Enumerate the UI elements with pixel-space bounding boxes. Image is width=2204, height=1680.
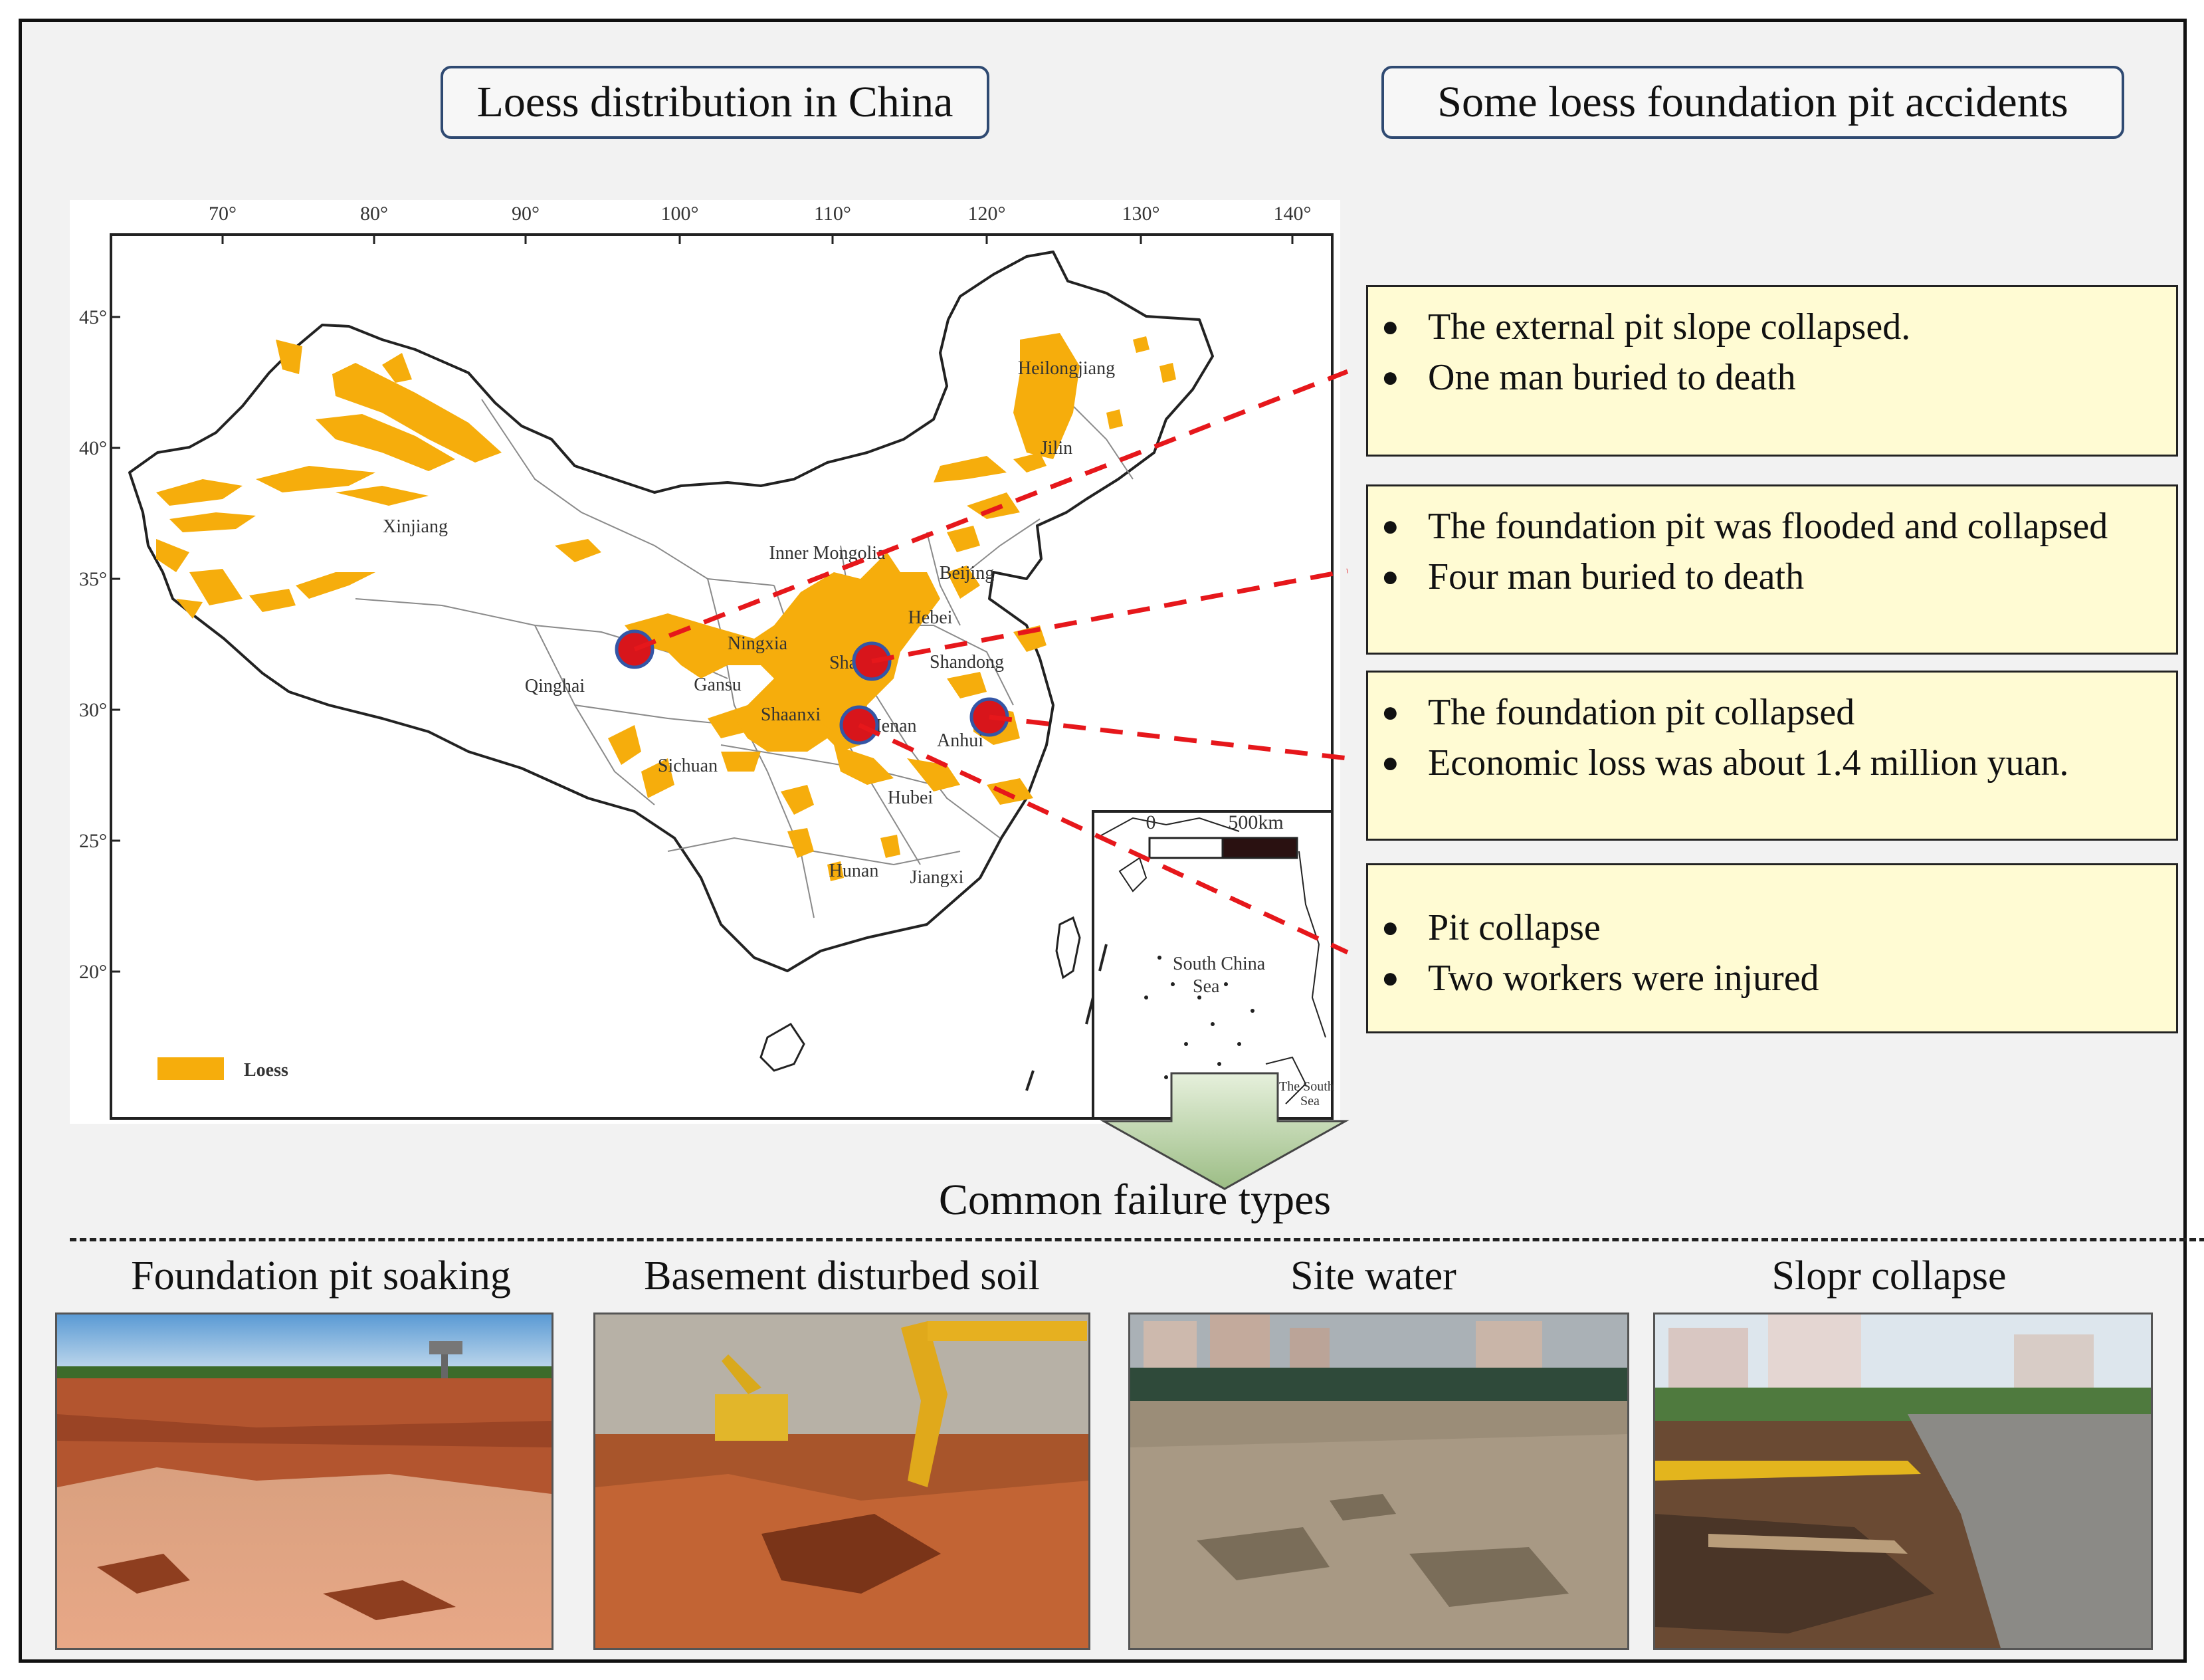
label-sichuan: Sichuan: [658, 756, 718, 776]
accidents-title: Some loess foundation pit accidents: [1381, 66, 2124, 139]
photo-title-disturbed-soil: Basement disturbed soil: [644, 1253, 1040, 1299]
scale-start: 0: [1146, 811, 1156, 833]
lat-tick-20: 20°: [79, 961, 107, 983]
scale-end: 500km: [1228, 811, 1283, 833]
map-graphic: 70° 80° 90° 100° 110° 120° 130° 140° 45°…: [79, 203, 1334, 1120]
accident-2-line-2: Four man buried to death: [1381, 552, 2150, 602]
inset-small-label-line2: Sea: [1300, 1094, 1320, 1108]
label-shaanxi: Shaanxi: [761, 704, 821, 725]
lat-tick-30: 30°: [79, 699, 107, 721]
accident-1-line-2: One man buried to death: [1381, 352, 2150, 403]
accident-3-line-1: The foundation pit collapsed: [1381, 687, 2150, 738]
label-hebei: Hebei: [908, 607, 953, 628]
label-hunan: Hunan: [829, 861, 879, 881]
lon-tick-130: 130°: [1122, 203, 1160, 225]
figure-frame: Loess distribution in China Some loess f…: [19, 19, 2204, 1663]
label-heilongjiang: Heilongjiang: [1018, 358, 1115, 379]
accident-3-line-2: Economic loss was about 1.4 million yuan…: [1381, 738, 2150, 788]
label-qinghai: Qinghai: [525, 676, 585, 696]
lat-tick-45: 45°: [79, 306, 107, 328]
lon-tick-100: 100°: [661, 203, 699, 225]
photo-title-slope-collapse: Slopr collapse: [1771, 1253, 2007, 1299]
accident-box-4: Pit collapse Two workers were injured: [1366, 863, 2178, 1033]
accident-2-line-1: The foundation pit was flooded and colla…: [1381, 501, 2150, 552]
china-loess-map: 70° 80° 90° 100° 110° 120° 130° 140° 45°…: [70, 200, 1340, 1124]
leader-line-1: [633, 369, 1349, 652]
label-xinjiang: Xinjiang: [383, 516, 448, 537]
photo-basement-disturbed-soil: [593, 1312, 1090, 1650]
lat-tick-25: 25°: [79, 830, 107, 852]
lon-tick-140: 140°: [1274, 203, 1312, 225]
inset-label-line1: South China: [1173, 954, 1266, 974]
accident-4-line-1: Pit collapse: [1381, 902, 2150, 953]
lon-tick-120: 120°: [968, 203, 1006, 225]
photo-foundation-pit-soaking: [55, 1312, 553, 1650]
label-anhui: Anhui: [937, 730, 983, 751]
photo-slope-collapse: [1653, 1312, 2153, 1650]
dashed-divider: [70, 1238, 2204, 1241]
label-inner-mongolia: Inner Mongolia: [769, 543, 886, 564]
leader-lines: [633, 369, 1349, 955]
lon-tick-70: 70°: [209, 203, 237, 225]
photo-title-soaking: Foundation pit soaking: [131, 1253, 511, 1299]
loess-distribution-title: Loess distribution in China: [441, 66, 989, 139]
label-gansu: Gansu: [694, 675, 742, 695]
hainan-outline: [759, 1023, 805, 1072]
leader-line-3: [989, 714, 1348, 761]
leader-line-2: [871, 568, 1348, 664]
accident-4-line-2: Two workers were injured: [1381, 953, 2150, 1003]
scale-bar-dark: [1221, 837, 1298, 859]
inset-label-line2: Sea: [1193, 976, 1220, 997]
map-ticks: [111, 235, 1294, 973]
lat-tick-35: 35°: [79, 568, 107, 590]
taiwan-outline: [1055, 916, 1081, 980]
label-beijing: Beijing: [940, 563, 994, 583]
legend-loess-swatch: [157, 1057, 224, 1080]
accident-box-3: The foundation pit collapsed Economic lo…: [1366, 671, 2178, 841]
accident-1-line-1: The external pit slope collapsed.: [1381, 302, 2150, 352]
label-jilin: Jilin: [1041, 438, 1072, 459]
photo-title-site-water: Site water: [1290, 1253, 1456, 1299]
label-shandong: Shandong: [930, 652, 1004, 673]
photo-site-water: [1128, 1312, 1629, 1650]
lon-tick-90: 90°: [512, 203, 540, 225]
leader-line-4: [858, 722, 1349, 955]
lon-tick-110: 110°: [814, 203, 851, 225]
label-hubei: Hubei: [888, 788, 934, 808]
label-jiangxi: Jiangxi: [910, 867, 964, 888]
lat-tick-40: 40°: [79, 437, 107, 459]
accident-box-2: The foundation pit was flooded and colla…: [1366, 484, 2178, 655]
inset-coastline: [1096, 817, 1326, 1104]
accident-box-1: The external pit slope collapsed. One ma…: [1366, 285, 2178, 457]
inset-small-label-line1: The South: [1279, 1079, 1334, 1094]
lon-tick-80: 80°: [360, 203, 388, 225]
label-ningxia: Ningxia: [728, 633, 788, 654]
failure-types-caption: Common failure types: [938, 1176, 1332, 1224]
down-arrow: [1100, 1072, 1350, 1190]
dash-marks: [1025, 944, 1108, 1091]
legend-loess-label: Loess: [244, 1060, 288, 1081]
